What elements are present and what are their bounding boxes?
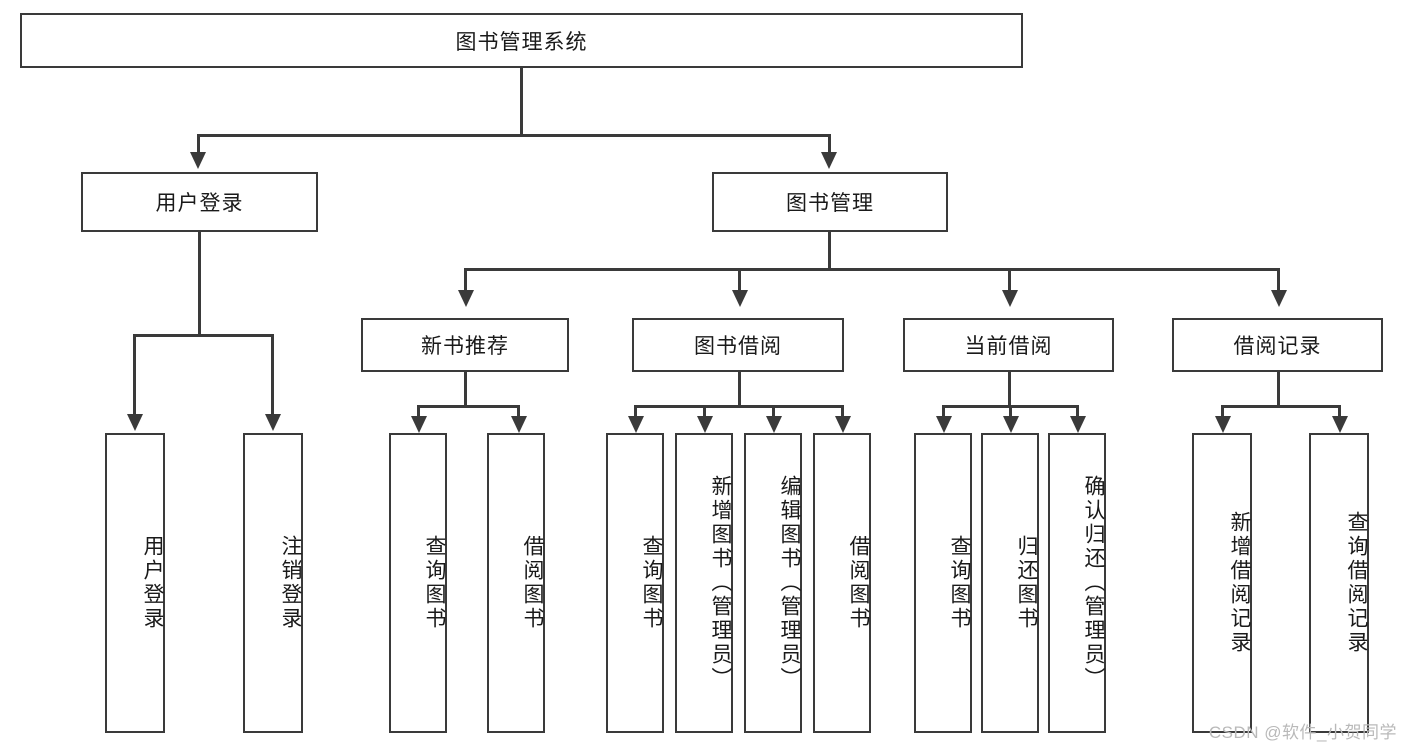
edge-current-borrow-to-leaf-3: [1076, 405, 1079, 419]
edge-book-borrow-to-leaf-3: [772, 405, 775, 419]
edge-user-login-to-leaf-2: [271, 334, 274, 417]
edge-current-borrow-to-leaf-2: [1009, 405, 1012, 419]
node-label: 查询图书: [640, 535, 663, 631]
node-new-book-rec[interactable]: 新书推荐: [361, 318, 569, 372]
edge-root-to-user-login: [197, 134, 200, 156]
node-root-system[interactable]: 图书管理系统: [20, 13, 1023, 68]
arrowhead-current-borrow-to-leaf-2: [1003, 416, 1019, 433]
node-current-borrow[interactable]: 当前借阅: [903, 318, 1114, 372]
edge-new-book-rec-stem: [464, 372, 467, 408]
edge-borrow-record-stem: [1277, 372, 1280, 408]
arrowhead-current-borrow-to-leaf-1: [936, 416, 952, 433]
edge-book-manage-to-book-borrow: [738, 268, 741, 293]
edge-book-borrow-to-leaf-2: [703, 405, 706, 419]
node-label: 借阅图书: [521, 535, 544, 631]
node-label: 查询图书: [948, 535, 971, 631]
arrowhead-book-manage-to-new-book-rec: [458, 290, 474, 307]
node-label: 用户登录: [141, 535, 164, 631]
node-label: 借阅记录: [1233, 335, 1322, 358]
node-leaf-return-book[interactable]: 归还图书: [981, 433, 1039, 733]
arrowhead-book-manage-to-current-borrow: [1002, 290, 1018, 307]
arrowhead-root-to-user-login: [190, 152, 206, 169]
node-leaf-query-book-3[interactable]: 查询图书: [914, 433, 972, 733]
edge-root-bus: [197, 134, 831, 137]
node-label: 新增图书（管理员）: [709, 475, 732, 691]
node-label: 查询图书: [423, 535, 446, 631]
edge-root-to-book-manage: [828, 134, 831, 156]
edge-borrow-record-bus: [1221, 405, 1341, 408]
node-label: 当前借阅: [964, 335, 1053, 358]
arrowhead-user-login-to-leaf-2: [265, 414, 281, 431]
edge-book-borrow-bus: [634, 405, 841, 408]
edge-book-manage-to-borrow-record: [1277, 268, 1280, 293]
edge-borrow-record-to-leaf-2: [1338, 405, 1341, 419]
node-user-login[interactable]: 用户登录: [81, 172, 318, 232]
arrowhead-book-borrow-to-leaf-3: [766, 416, 782, 433]
node-label: 确认归还（管理员）: [1082, 475, 1105, 691]
edge-book-manage-to-new-book-rec: [464, 268, 467, 293]
node-label: 用户登录: [155, 192, 244, 215]
node-leaf-user-logout[interactable]: 注销登录: [243, 433, 303, 733]
node-label: 新增借阅记录: [1228, 511, 1251, 655]
edge-new-book-rec-to-leaf-1: [417, 405, 420, 419]
node-leaf-query-book-2[interactable]: 查询图书: [606, 433, 664, 733]
edge-user-login-stem: [198, 232, 201, 336]
edge-book-borrow-to-leaf-4: [841, 405, 844, 419]
arrowhead-root-to-book-manage: [821, 152, 837, 169]
node-leaf-borrow-book-2[interactable]: 借阅图书: [813, 433, 871, 733]
node-label: 注销登录: [279, 535, 302, 631]
arrowhead-book-manage-to-book-borrow: [732, 290, 748, 307]
node-book-manage[interactable]: 图书管理: [712, 172, 948, 232]
edge-book-manage-bus: [464, 268, 1280, 271]
edge-user-login-bus: [133, 334, 273, 337]
watermark-text: CSDN @软件_小贺同学: [1208, 723, 1397, 742]
arrowhead-book-borrow-to-leaf-4: [835, 416, 851, 433]
arrowhead-book-borrow-to-leaf-2: [697, 416, 713, 433]
arrowhead-book-manage-to-borrow-record: [1271, 290, 1287, 307]
arrowhead-book-borrow-to-leaf-1: [628, 416, 644, 433]
node-label: 归还图书: [1015, 535, 1038, 631]
arrowhead-current-borrow-to-leaf-3: [1070, 416, 1086, 433]
node-label: 借阅图书: [847, 535, 870, 631]
node-leaf-add-book[interactable]: 新增图书（管理员）: [675, 433, 733, 733]
edge-book-borrow-to-leaf-1: [634, 405, 637, 419]
node-label: 图书管理: [786, 192, 874, 215]
node-label: 新书推荐: [421, 335, 509, 358]
edge-book-borrow-stem: [738, 372, 741, 408]
edge-borrow-record-to-leaf-1: [1221, 405, 1224, 419]
arrowhead-new-book-rec-to-leaf-2: [511, 416, 527, 433]
node-leaf-borrow-book-1[interactable]: 借阅图书: [487, 433, 545, 733]
node-label: 图书借阅: [694, 335, 782, 358]
node-leaf-edit-book[interactable]: 编辑图书（管理员）: [744, 433, 802, 733]
edge-new-book-rec-bus: [417, 405, 520, 408]
node-book-borrow[interactable]: 图书借阅: [632, 318, 844, 372]
node-label: 查询借阅记录: [1345, 511, 1368, 655]
node-leaf-query-record[interactable]: 查询借阅记录: [1309, 433, 1369, 733]
node-borrow-record[interactable]: 借阅记录: [1172, 318, 1383, 372]
arrowhead-user-login-to-leaf-1: [127, 414, 143, 431]
edge-book-manage-stem: [828, 232, 831, 270]
edge-current-borrow-to-leaf-1: [942, 405, 945, 419]
node-leaf-user-login[interactable]: 用户登录: [105, 433, 165, 733]
node-leaf-confirm-return[interactable]: 确认归还（管理员）: [1048, 433, 1106, 733]
edge-book-manage-to-current-borrow: [1008, 268, 1011, 293]
edge-new-book-rec-to-leaf-2: [517, 405, 520, 419]
node-leaf-query-book-1[interactable]: 查询图书: [389, 433, 447, 733]
arrowhead-borrow-record-to-leaf-2: [1332, 416, 1348, 433]
edge-root-stem: [520, 68, 523, 136]
node-label: 图书管理系统: [455, 30, 588, 54]
arrowhead-borrow-record-to-leaf-1: [1215, 416, 1231, 433]
edge-current-borrow-stem: [1008, 372, 1011, 408]
edge-user-login-to-leaf-1: [133, 334, 136, 417]
node-label: 编辑图书（管理员）: [778, 475, 801, 691]
node-leaf-add-record[interactable]: 新增借阅记录: [1192, 433, 1252, 733]
arrowhead-new-book-rec-to-leaf-1: [411, 416, 427, 433]
